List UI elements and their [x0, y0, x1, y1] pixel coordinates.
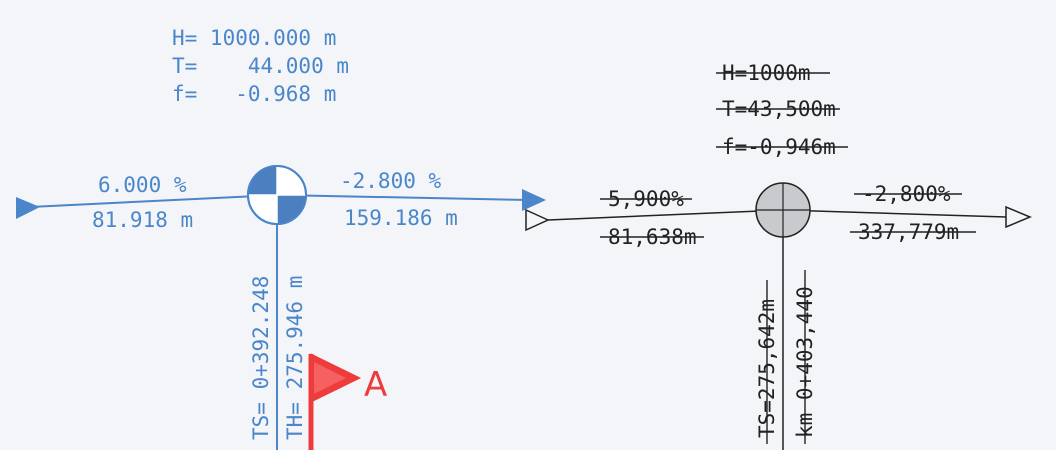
- new-left-grade-line: [29, 194, 278, 208]
- old-right-arrow-icon: [1005, 205, 1032, 229]
- new-th-length-label: TH= 275.946 m: [283, 276, 307, 440]
- new-left-arrow-icon: [16, 197, 40, 219]
- old-right-grade-line: [782, 209, 1007, 218]
- new-curve-offset-label: f= -0.968 m: [172, 82, 336, 106]
- new-right-arrow-icon: [522, 189, 546, 211]
- new-left-grade-value: 6.000 %: [98, 173, 187, 197]
- flag-highlight: [314, 362, 346, 394]
- new-ts-station-label: TS= 0+392.248: [249, 276, 273, 440]
- new-right-length-value: 159.186 m: [344, 206, 458, 230]
- new-curve-tangent-label: T= 44.000 m: [172, 54, 349, 78]
- new-right-grade-value: -2.800 %: [340, 169, 442, 193]
- old-left-arrow-icon: [525, 208, 550, 232]
- old-left-grade-line: [547, 209, 784, 221]
- new-curve-group: H= 1000.000 m T= 44.000 m f= -0.968 m 6.…: [16, 26, 546, 450]
- old-curve-group: H=1000m T=43,500m f=-0,946m 5,900% 81,63…: [525, 61, 1032, 450]
- marker-label: A: [364, 365, 387, 405]
- new-curve-radius-label: H= 1000.000 m: [172, 26, 336, 50]
- marker-flag: A: [308, 353, 387, 450]
- old-station-symbol-icon: [755, 182, 811, 238]
- new-right-grade-line: [276, 194, 531, 201]
- new-left-length-value: 81.918 m: [92, 208, 193, 232]
- new-station-symbol-icon: [247, 165, 307, 225]
